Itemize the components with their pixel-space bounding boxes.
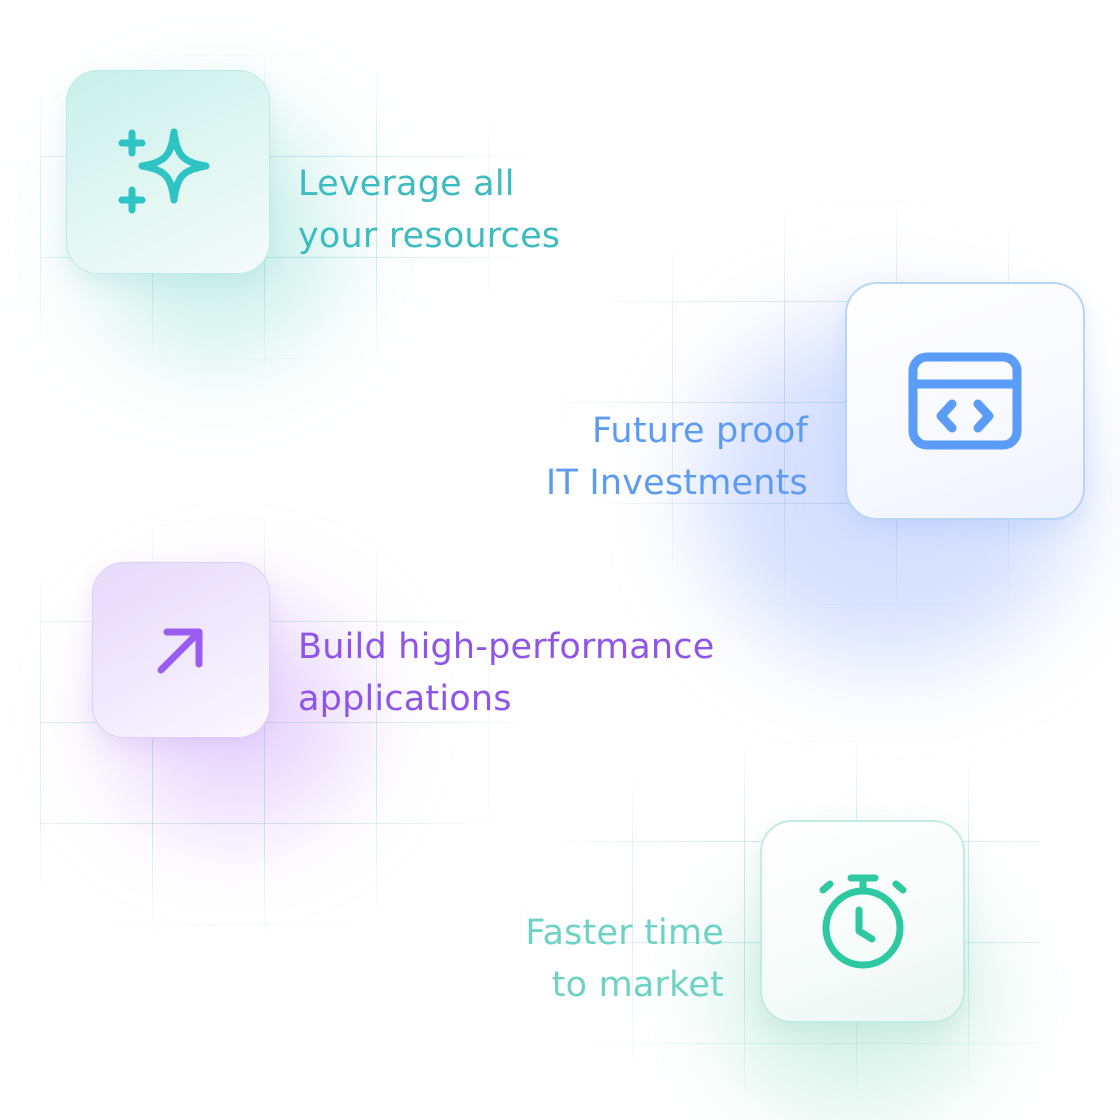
code-window-icon <box>908 352 1022 450</box>
feature-card-high-performance <box>92 562 270 738</box>
arrow-up-right-icon <box>157 628 203 674</box>
sparkles-icon <box>118 128 210 214</box>
stopwatch-icon <box>819 874 906 968</box>
feature-label-high-performance: Build high-performance applications <box>298 627 715 719</box>
feature-label-leverage: Leverage all your resources <box>298 164 561 256</box>
feature-card-leverage <box>66 70 270 274</box>
feature-label-faster-time: Faster time to market <box>525 913 724 1005</box>
feature-card-faster-time <box>760 820 965 1023</box>
feature-label-future-proof: Future proof IT Investments <box>545 411 808 503</box>
feature-card-future-proof <box>845 282 1085 520</box>
